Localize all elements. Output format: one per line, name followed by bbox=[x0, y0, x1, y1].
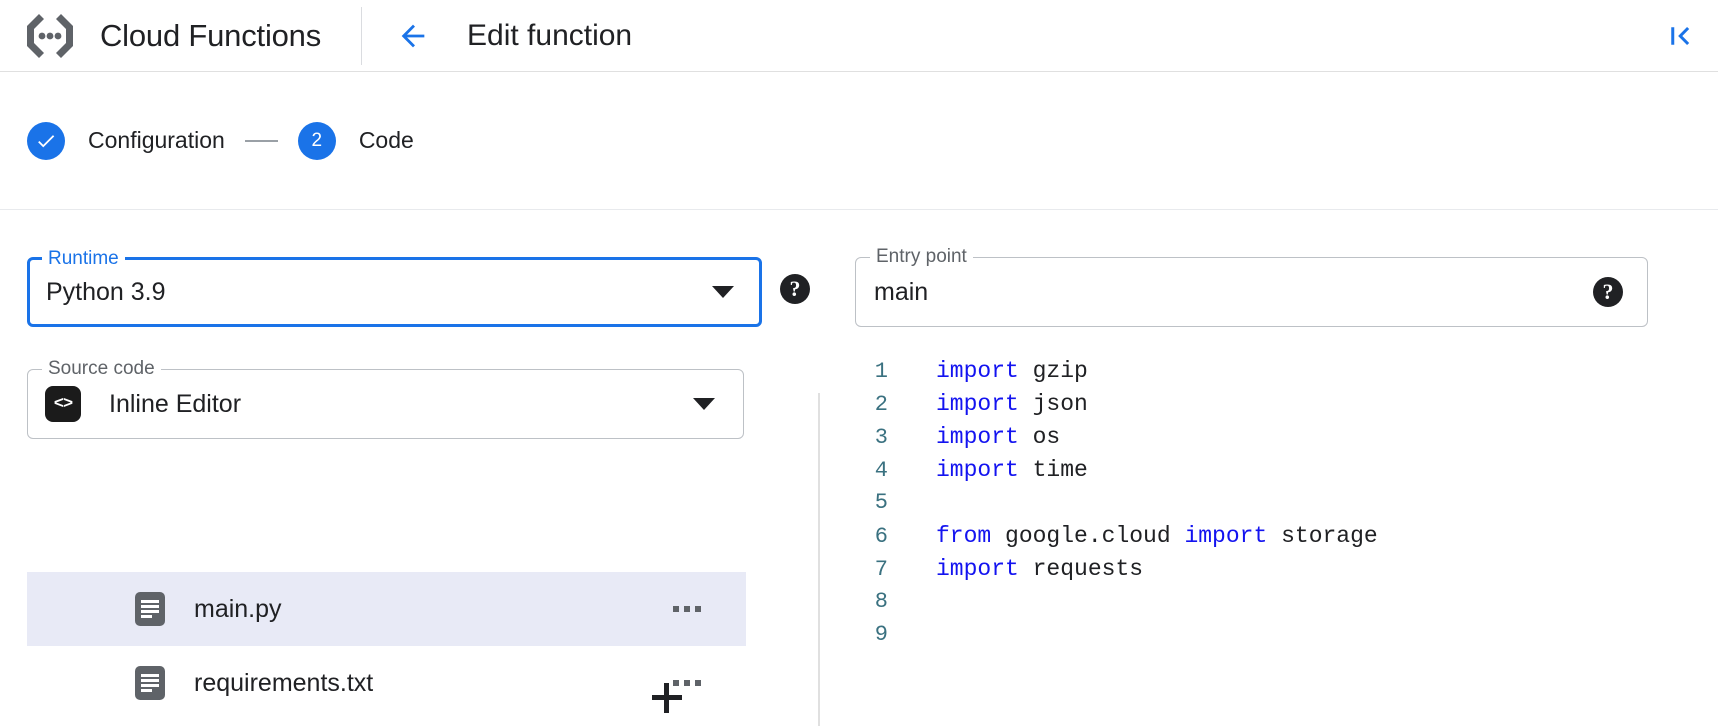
code-step-content: Runtime Python 3.9 ? Entry point main ? … bbox=[0, 210, 1718, 726]
code-line: 5 bbox=[840, 490, 1700, 523]
code-line: 4 import time bbox=[840, 457, 1700, 490]
step-code-marker: 2 bbox=[297, 121, 336, 160]
line-number: 7 bbox=[874, 557, 888, 582]
file-options-button[interactable] bbox=[673, 680, 701, 686]
file-name: requirements.txt bbox=[194, 668, 374, 697]
top-app-bar: Cloud Functions Edit function bbox=[0, 0, 1718, 72]
code-line-text[interactable]: import requests bbox=[936, 556, 1143, 582]
line-number: 5 bbox=[874, 490, 888, 515]
runtime-select[interactable]: Runtime Python 3.9 bbox=[27, 249, 762, 327]
wizard-stepper: Configuration 2 Code bbox=[0, 72, 1718, 210]
file-list: main.py requirements.txt bbox=[27, 572, 746, 720]
step-configuration-marker bbox=[27, 121, 65, 160]
editor-divider bbox=[818, 393, 820, 726]
line-number: 8 bbox=[874, 589, 888, 614]
code-identifier: time bbox=[1018, 457, 1088, 483]
toolbar-divider bbox=[361, 6, 363, 65]
code-identifier: json bbox=[1018, 391, 1088, 417]
line-number: 6 bbox=[874, 524, 888, 549]
chevron-down-icon bbox=[712, 286, 734, 298]
step-connector bbox=[244, 139, 278, 142]
entry-point-value: main bbox=[874, 277, 929, 306]
code-line: 8 bbox=[840, 589, 1700, 622]
entry-point-label: Entry point bbox=[870, 247, 973, 267]
runtime-help-icon[interactable]: ? bbox=[780, 274, 810, 304]
code-keyword: import bbox=[936, 556, 1019, 582]
code-identifier: google.cloud bbox=[991, 523, 1185, 549]
code-keyword: import bbox=[1184, 523, 1268, 549]
step-configuration[interactable]: Configuration bbox=[27, 121, 225, 160]
code-line-text[interactable]: import time bbox=[936, 457, 1088, 483]
code-keyword: from bbox=[936, 523, 992, 549]
code-line: 7 import requests bbox=[840, 556, 1700, 589]
arrow-left-icon bbox=[401, 24, 425, 47]
source-code-select[interactable]: Source code <> Inline Editor bbox=[27, 359, 744, 439]
source-code-label: Source code bbox=[42, 359, 161, 379]
source-code-value: Inline Editor bbox=[109, 389, 242, 418]
code-brackets-icon: <> bbox=[45, 386, 81, 422]
line-number: 4 bbox=[874, 458, 888, 483]
line-number: 3 bbox=[874, 425, 888, 450]
product-title: Cloud Functions bbox=[100, 17, 322, 53]
code-line: 1 import gzip bbox=[840, 358, 1700, 391]
line-number: 9 bbox=[874, 622, 888, 647]
chevron-down-icon bbox=[693, 398, 715, 410]
code-keyword: import bbox=[936, 457, 1019, 483]
code-line: 3 import os bbox=[840, 424, 1700, 457]
code-line-text[interactable]: import gzip bbox=[936, 358, 1088, 384]
step-configuration-label: Configuration bbox=[88, 127, 225, 153]
plus-icon bbox=[652, 683, 682, 713]
code-line: 6 from google.cloud import storage bbox=[840, 523, 1700, 556]
collapse-panel-icon bbox=[1671, 26, 1690, 45]
add-file-button[interactable] bbox=[645, 676, 689, 720]
code-line: 9 bbox=[840, 622, 1700, 655]
code-editor[interactable]: 1 import gzip 2 import json 3 import os 4 impor… bbox=[840, 358, 1700, 726]
code-identifier: storage bbox=[1267, 523, 1378, 549]
entry-point-input[interactable]: Entry point main ? bbox=[855, 247, 1648, 327]
runtime-label: Runtime bbox=[42, 249, 125, 269]
code-line: 2 import json bbox=[840, 391, 1700, 424]
code-identifier: gzip bbox=[1018, 358, 1088, 384]
file-list-item-requirements-txt[interactable]: requirements.txt bbox=[27, 646, 746, 720]
product-brand[interactable]: Cloud Functions bbox=[0, 0, 321, 71]
back-button[interactable] bbox=[389, 12, 437, 60]
line-number: 2 bbox=[874, 392, 888, 417]
code-keyword: import bbox=[936, 391, 1019, 417]
step-code[interactable]: 2 Code bbox=[297, 121, 414, 160]
step-code-label: Code bbox=[358, 127, 414, 153]
code-identifier: requests bbox=[1018, 556, 1144, 582]
line-number: 1 bbox=[874, 359, 888, 384]
collapse-panel-button[interactable] bbox=[1658, 14, 1702, 58]
runtime-value: Python 3.9 bbox=[46, 277, 166, 306]
source-code-dropdown-arrow[interactable] bbox=[693, 398, 715, 410]
file-name: main.py bbox=[194, 594, 282, 623]
runtime-dropdown-arrow[interactable] bbox=[712, 286, 734, 298]
file-list-item-main-py[interactable]: main.py bbox=[27, 572, 746, 646]
code-keyword: import bbox=[936, 358, 1019, 384]
entry-point-help-icon[interactable]: ? bbox=[1593, 277, 1623, 307]
file-options-button[interactable] bbox=[673, 606, 701, 612]
file-icon bbox=[135, 592, 165, 626]
code-keyword: import bbox=[936, 424, 1019, 450]
check-icon bbox=[38, 134, 55, 147]
cloud-functions-icon bbox=[27, 13, 73, 58]
code-identifier: os bbox=[1018, 424, 1061, 450]
file-icon bbox=[135, 666, 165, 700]
code-line-text[interactable]: import os bbox=[936, 424, 1060, 450]
code-line-text[interactable]: from google.cloud import storage bbox=[936, 523, 1378, 549]
code-line-text[interactable]: import json bbox=[936, 391, 1088, 417]
page-title: Edit function bbox=[467, 18, 633, 52]
